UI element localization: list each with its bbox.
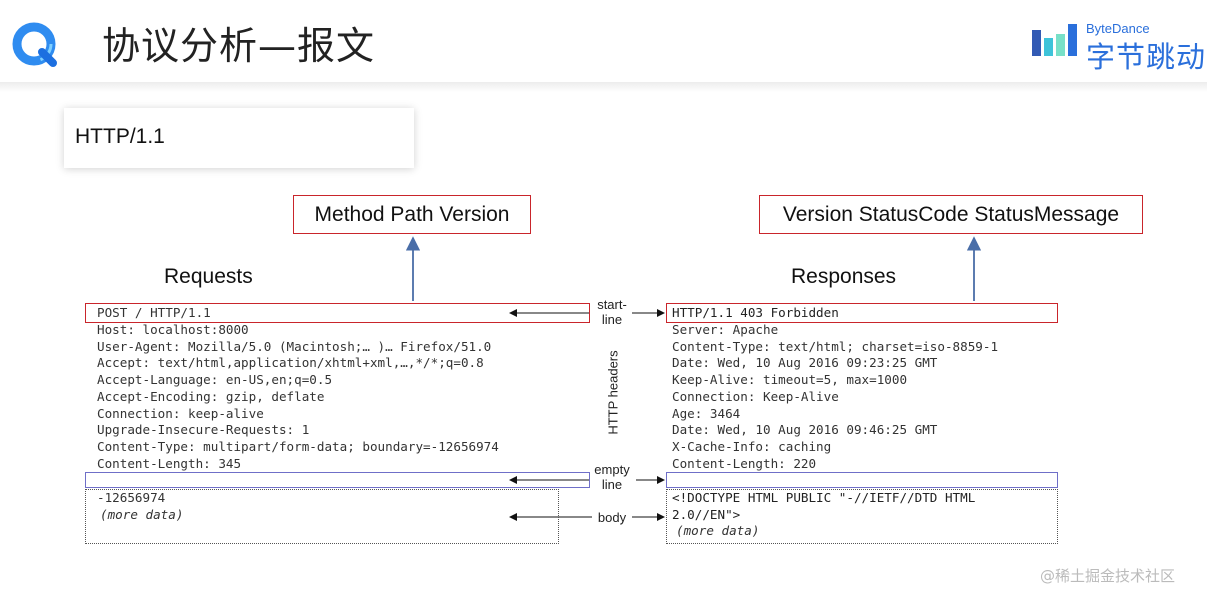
response-header-line: Age: 3464	[672, 405, 741, 421]
empty-line-label-1: empty	[594, 462, 630, 477]
request-header-line: Accept-Encoding: gzip, deflate	[97, 388, 325, 404]
response-headers: Server: Apache Content-Type: text/html; …	[672, 322, 998, 472]
watermark: @稀土掘金技术社区	[1040, 567, 1176, 585]
body-label: body	[597, 510, 627, 525]
response-start-line-box	[666, 303, 1058, 323]
version-card-text: HTTP/1.1	[75, 125, 165, 148]
brand-name-cn: 字节跳动	[1086, 40, 1207, 74]
response-header-line: Content-Type: text/html; charset=iso-885…	[672, 338, 999, 354]
app-logo-icon	[12, 20, 60, 68]
brand-name-en: ByteDance	[1086, 21, 1150, 36]
version-card	[64, 108, 414, 168]
request-header-line: Host: localhost:8000	[97, 322, 249, 337]
request-header-line: Connection: keep-alive	[97, 405, 264, 421]
header-divider	[0, 82, 1207, 92]
request-headers: Host: localhost:8000 User-Agent: Mozilla…	[97, 322, 499, 472]
empty-line-label-2: line	[601, 477, 623, 492]
response-body-line: 2.0//EN">	[672, 507, 741, 522]
request-start-line: POST / HTTP/1.1	[97, 305, 211, 320]
response-header-line: Date: Wed, 10 Aug 2016 09:46:25 GMT	[672, 422, 938, 438]
response-body-line: <!DOCTYPE HTML PUBLIC "-//IETF//DTD HTML	[672, 490, 976, 505]
request-header-line: Upgrade-Insecure-Requests: 1	[97, 422, 310, 438]
request-start-line-format-box: Method Path Version	[293, 195, 531, 234]
response-start-line: HTTP/1.1 403 Forbidden	[672, 305, 839, 320]
request-body-more: (more data)	[100, 507, 184, 522]
response-empty-line-box	[666, 472, 1058, 488]
response-start-line-format-box: Version StatusCode StatusMessage	[759, 195, 1143, 234]
responses-heading: Responses	[791, 265, 897, 288]
response-header-line: Keep-Alive: timeout=5, max=1000	[672, 372, 908, 388]
request-header-line: User-Agent: Mozilla/5.0 (Macintosh;… )… …	[97, 338, 492, 354]
bytedance-logo-icon	[1030, 18, 1084, 66]
request-header-line: Accept: text/html,application/xhtml+xml,…	[97, 355, 484, 371]
response-header-line: Date: Wed, 10 Aug 2016 09:23:25 GMT	[672, 355, 938, 371]
response-header-line: Content-Length: 220	[672, 455, 817, 471]
start-line-label: start- line	[590, 297, 634, 327]
start-line-label-1: start-	[597, 297, 627, 312]
response-body-box	[666, 489, 1058, 544]
response-header-line: Server: Apache	[672, 322, 779, 337]
request-start-line-box	[85, 303, 590, 323]
request-empty-line-box	[85, 472, 590, 488]
request-body-line: -12656974	[97, 490, 166, 505]
start-line-label-2: line	[601, 312, 623, 327]
request-header-line: Accept-Language: en-US,en;q=0.5	[97, 372, 333, 388]
http-headers-label: HTTP headers	[605, 350, 621, 435]
request-header-line: Content-Length: 345	[97, 455, 242, 471]
response-header-line: Connection: Keep-Alive	[672, 388, 839, 404]
requests-heading: Requests	[164, 265, 253, 288]
response-body-more: (more data)	[676, 523, 760, 538]
request-body-box	[85, 489, 559, 544]
page-title: 协议分析—报文	[102, 24, 376, 68]
empty-line-label: empty line	[588, 462, 636, 492]
response-header-line: X-Cache-Info: caching	[672, 438, 832, 454]
request-header-line: Content-Type: multipart/form-data; bound…	[97, 438, 499, 454]
